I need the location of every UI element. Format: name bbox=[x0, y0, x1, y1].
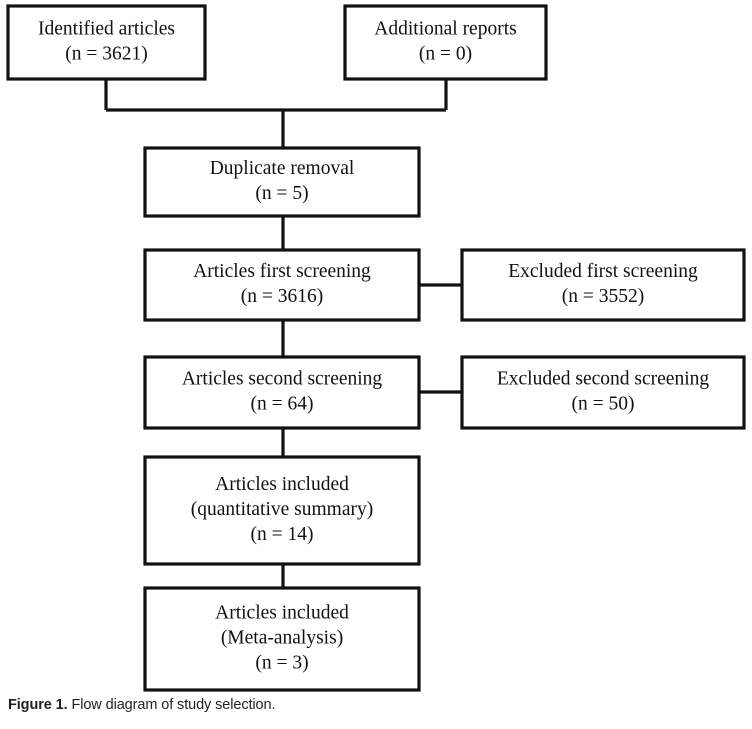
node-box-articles-included-meta-analysis bbox=[143, 586, 421, 692]
node-articles-included-meta-analysis: Articles included (Meta-analysis) (n = 3) bbox=[143, 586, 421, 692]
node-label-excluded-second-screening-line-2: (n = 50) bbox=[572, 393, 635, 414]
node-label-articles-included-quantitative-line-3: (n = 14) bbox=[251, 524, 314, 545]
node-label-excluded-first-screening-line-1: Excluded first screening bbox=[508, 261, 698, 282]
node-label-duplicate-removal-line-1: Duplicate removal bbox=[210, 158, 355, 179]
node-label-additional-reports-line-2: (n = 0) bbox=[419, 43, 472, 64]
node-articles-second-screening: Articles second screening (n = 64) bbox=[143, 355, 421, 430]
figure-caption: Figure 1. Flow diagram of study selectio… bbox=[8, 697, 738, 713]
node-box-articles-included-quantitative bbox=[143, 455, 421, 566]
node-label-identified-articles-line-2: (n = 3621) bbox=[65, 43, 148, 64]
node-label-additional-reports-line-1: Additional reports bbox=[374, 18, 516, 39]
node-box-identified-articles bbox=[6, 4, 207, 81]
node-box-duplicate-removal bbox=[143, 146, 421, 218]
node-label-articles-included-meta-analysis-line-1: Articles included bbox=[215, 602, 349, 623]
node-box-articles-first-screening bbox=[143, 248, 421, 322]
node-label-articles-included-quantitative-line-2: (quantitative summary) bbox=[191, 499, 374, 520]
node-label-duplicate-removal-line-2: (n = 5) bbox=[255, 183, 308, 204]
node-box-articles-second-screening bbox=[143, 355, 421, 430]
flow-diagram: Identified articles (n = 3621) Additional … bbox=[6, 4, 746, 692]
connector-layer bbox=[104, 79, 462, 588]
node-label-articles-included-quantitative-line-1: Articles included bbox=[215, 474, 349, 495]
node-additional-reports: Additional reports (n = 0) bbox=[343, 4, 548, 81]
node-layer: Identified articles (n = 3621) Additional … bbox=[6, 4, 746, 692]
figure-caption-label: Figure 1. bbox=[8, 697, 68, 713]
node-articles-included-quantitative: Articles included (quantitative summary) (… bbox=[143, 455, 421, 566]
node-box-additional-reports bbox=[343, 4, 548, 81]
node-label-articles-included-meta-analysis-line-3: (n = 3) bbox=[255, 652, 308, 673]
node-identified-articles: Identified articles (n = 3621) bbox=[6, 4, 207, 81]
node-label-excluded-first-screening-line-2: (n = 3552) bbox=[562, 286, 645, 307]
node-box-excluded-first-screening bbox=[460, 248, 746, 322]
node-label-articles-second-screening-line-1: Articles second screening bbox=[182, 368, 383, 389]
node-label-articles-included-meta-analysis-line-2: (Meta-analysis) bbox=[221, 627, 343, 648]
figure-caption-text: Flow diagram of study selection. bbox=[71, 697, 276, 713]
node-articles-first-screening: Articles first screening (n = 3616) bbox=[143, 248, 421, 322]
node-excluded-second-screening: Excluded second screening (n = 50) bbox=[460, 355, 746, 430]
node-duplicate-removal: Duplicate removal (n = 5) bbox=[143, 146, 421, 218]
node-excluded-first-screening: Excluded first screening (n = 3552) bbox=[460, 248, 746, 322]
node-label-excluded-second-screening-line-1: Excluded second screening bbox=[497, 368, 710, 389]
node-label-articles-second-screening-line-2: (n = 64) bbox=[251, 393, 314, 414]
node-box-excluded-second-screening bbox=[460, 355, 746, 430]
node-label-articles-first-screening-line-1: Articles first screening bbox=[193, 261, 371, 282]
node-label-identified-articles-line-1: Identified articles bbox=[38, 18, 175, 39]
node-label-articles-first-screening-line-2: (n = 3616) bbox=[241, 286, 324, 307]
